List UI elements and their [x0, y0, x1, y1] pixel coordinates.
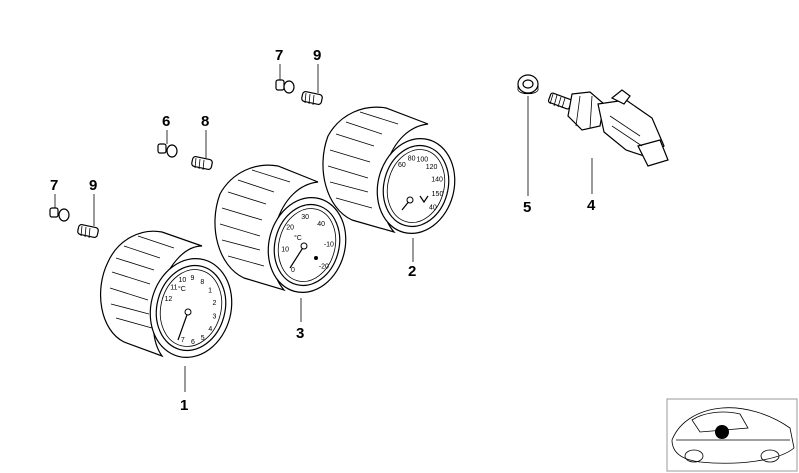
dial-label: -20	[319, 263, 329, 270]
dial-label: 10	[179, 277, 187, 284]
dial-label: 40	[317, 221, 325, 228]
dial-label: 8	[200, 279, 204, 286]
nut-5[interactable]	[517, 74, 539, 95]
bulb-8[interactable]	[191, 155, 213, 171]
dial-label: 5	[201, 335, 205, 342]
gauge-1[interactable]	[100, 230, 243, 366]
dial-label: -10	[324, 241, 334, 248]
bulb-7-left[interactable]	[49, 207, 70, 222]
dial-label: 60	[398, 162, 406, 169]
dial-label: 1	[208, 288, 212, 295]
dial-label: 9	[191, 275, 195, 282]
gauge-1-unit: °C	[178, 285, 186, 293]
bulb-7-top[interactable]	[275, 79, 295, 94]
dial-label: 10	[281, 247, 289, 254]
dial-label: 6	[191, 339, 195, 346]
gauge-3-unit: °C	[294, 234, 302, 242]
callout-7-top[interactable]: 7	[275, 47, 283, 64]
callout-8[interactable]: 8	[201, 113, 209, 130]
bulb-9-top[interactable]	[301, 90, 323, 106]
gauge-3[interactable]	[214, 164, 356, 301]
callout-5[interactable]: 5	[523, 199, 531, 216]
dial-label: 40	[429, 204, 437, 211]
dial-label: 80	[408, 156, 416, 163]
callout-6[interactable]: 6	[162, 113, 170, 130]
dial-label: 30	[301, 214, 309, 221]
dial-label: 3	[213, 314, 217, 321]
dial-label: 150	[432, 191, 444, 198]
callout-7-left[interactable]: 7	[50, 177, 58, 194]
dial-label: 100	[416, 156, 428, 163]
car-location-icon	[671, 407, 795, 464]
callout-9-left[interactable]: 9	[89, 177, 97, 194]
dial-label: 11	[170, 285, 177, 292]
dial-label: 4	[208, 326, 212, 333]
callout-1[interactable]: 1	[180, 397, 188, 414]
dial-label: 2	[212, 300, 216, 307]
dial-label: 120	[426, 164, 438, 171]
dial-label: 12	[165, 296, 173, 303]
callout-4[interactable]: 4	[587, 197, 596, 214]
dial-label: 140	[431, 176, 443, 183]
location-thumbnail[interactable]	[666, 398, 798, 472]
dial-label: 7	[181, 337, 185, 344]
temperature-sensor-4[interactable]	[547, 89, 669, 167]
callout-3[interactable]: 3	[296, 325, 304, 342]
leader-lines	[54, 64, 593, 392]
gauge-2[interactable]	[322, 106, 465, 242]
callout-2[interactable]: 2	[408, 263, 416, 280]
bulb-9-left[interactable]	[77, 223, 99, 239]
callout-9-top[interactable]: 9	[313, 47, 321, 64]
bulb-socket-6[interactable]	[157, 143, 178, 158]
dial-label: 20	[286, 225, 294, 232]
dial-label: 0	[291, 267, 295, 274]
